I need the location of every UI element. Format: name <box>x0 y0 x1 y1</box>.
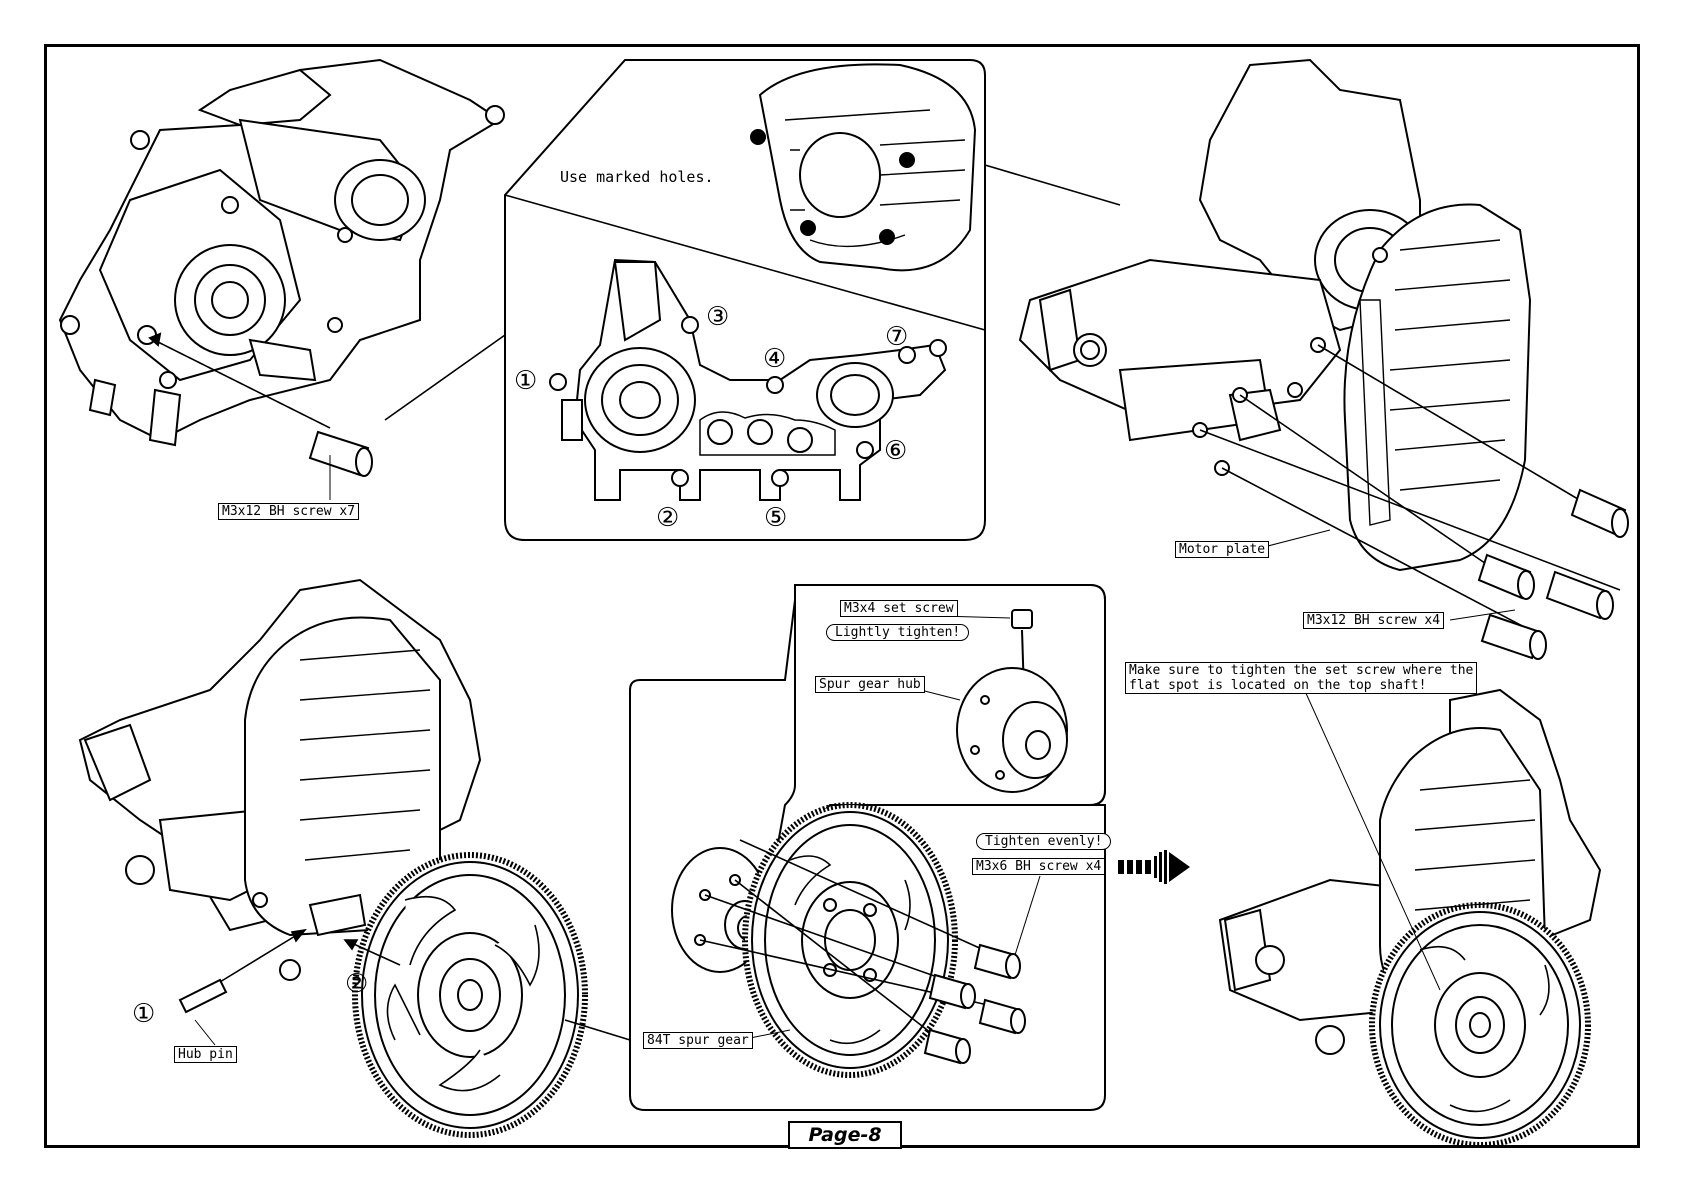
screw-callout-top-right: M3x12 BH screw x4 <box>1303 612 1444 629</box>
motor-plate-label: Motor plate <box>1175 541 1269 558</box>
hole-number-2: ② <box>656 504 679 532</box>
hub-pin-label: Hub pin <box>174 1046 237 1063</box>
result-note: Make sure to tighten the set screw where… <box>1125 662 1477 694</box>
spur-hub-label: Spur gear hub <box>815 676 925 693</box>
screw-callout-top-left: M3x12 BH screw x7 <box>218 503 359 520</box>
hole-number-5: ⑤ <box>764 504 787 532</box>
hole-number-4: ④ <box>763 345 786 373</box>
spur-gear-bottom-right <box>1372 905 1588 1145</box>
leader-screw-x4 <box>1450 610 1515 620</box>
result-arrow <box>1118 850 1190 884</box>
tighten-evenly-note: Tighten evenly! <box>976 833 1111 850</box>
hole-number-3: ③ <box>706 303 729 331</box>
hole-number-1: ① <box>514 367 537 395</box>
spur-gear-label: 84T spur gear <box>643 1032 753 1049</box>
spur-gear-bottom-left <box>355 855 585 1135</box>
leader-motor-plate <box>1260 530 1330 548</box>
sequence-number-1: ① <box>132 1000 155 1028</box>
set-screw-label: M3x4 set screw <box>840 600 958 617</box>
leader-hub-pin <box>195 1020 215 1045</box>
screw-callout-gear-inset: M3x6 BH screw x4 <box>972 858 1105 875</box>
page-label: Page-8 <box>788 1121 902 1149</box>
gearbox-top-left <box>60 60 504 445</box>
sequence-number-2: ② <box>345 970 368 998</box>
hole-number-6: ⑥ <box>884 437 907 465</box>
hole-number-7: ⑦ <box>885 323 908 351</box>
inset-note: Use marked holes. <box>560 170 714 185</box>
hole-diagram-inset <box>385 60 1120 540</box>
gearbox-top-right <box>1020 60 1530 570</box>
lightly-tighten-note: Lightly tighten! <box>826 624 969 641</box>
